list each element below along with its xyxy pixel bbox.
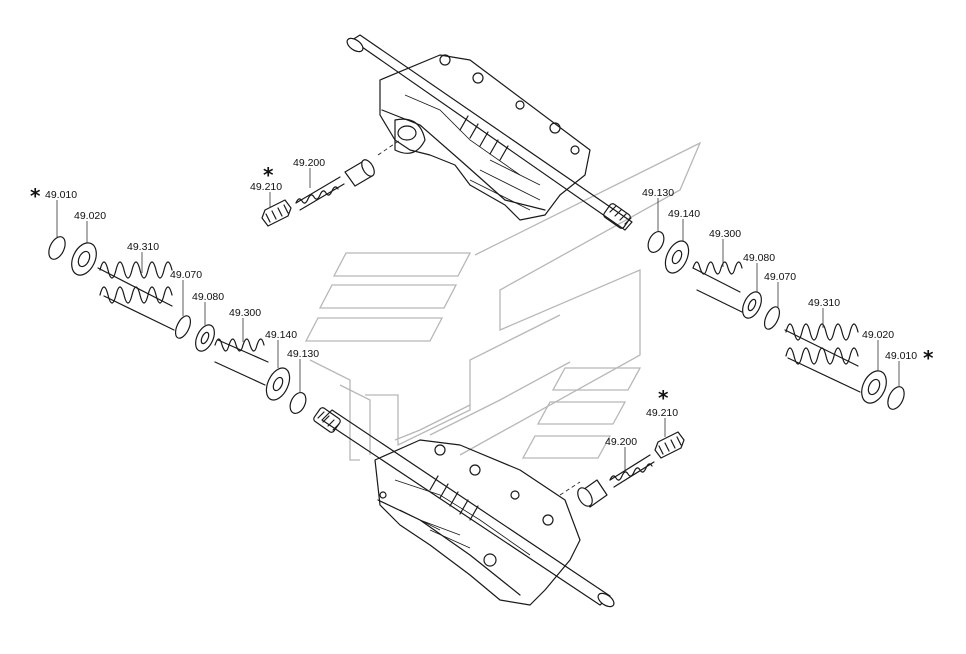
right-parts-stack	[647, 231, 905, 410]
part-label-49-070-right: 49.070	[764, 271, 796, 283]
part-label-49-080-left: 49.080	[192, 291, 224, 303]
part-label-49-140-right: 49.140	[668, 208, 700, 220]
lower-plunger-parts	[577, 431, 685, 508]
left-parts-stack	[48, 236, 307, 414]
part-label-49-010-right: 49.010	[885, 350, 917, 362]
part-label-49-210-lower: 49.210	[646, 407, 678, 419]
part-label-49-300-left: 49.300	[229, 307, 261, 319]
part-label-49-010-left: 49.010	[45, 189, 77, 201]
part-label-49-140-left: 49.140	[265, 329, 297, 341]
part-label-49-130-right: 49.130	[642, 187, 674, 199]
lower-shaft	[313, 407, 615, 608]
upper-plunger-parts	[261, 159, 375, 227]
watermark-logo	[304, 141, 702, 461]
part-label-49-070-left: 49.070	[170, 269, 202, 281]
part-label-49-020-left: 49.020	[74, 210, 106, 222]
center-axis-lines	[377, 139, 581, 496]
part-label-49-300-right: 49.300	[709, 228, 741, 240]
part-label-49-080-right: 49.080	[743, 252, 775, 264]
upper-shaft	[346, 34, 633, 231]
upper-valve-housing	[379, 54, 591, 221]
part-label-49-020-right: 49.020	[862, 329, 894, 341]
asterisk-mark: *	[263, 163, 274, 187]
part-label-49-210-upper: 49.210	[250, 181, 282, 193]
part-label-49-310-right: 49.310	[808, 297, 840, 309]
part-label-49-200-lower: 49.200	[605, 436, 637, 448]
lower-valve-housing	[374, 439, 581, 606]
asterisk-mark: *	[658, 386, 669, 410]
part-label-49-310-left: 49.310	[127, 241, 159, 253]
asterisk-mark: *	[923, 346, 934, 370]
leader-lines	[56, 168, 900, 470]
part-label-49-130-left: 49.130	[287, 348, 319, 360]
part-label-49-200-upper: 49.200	[293, 157, 325, 169]
asterisk-mark: *	[30, 184, 41, 208]
part-labels: * 49.010 49.020 49.310 49.070 49.080 49.…	[30, 157, 934, 448]
